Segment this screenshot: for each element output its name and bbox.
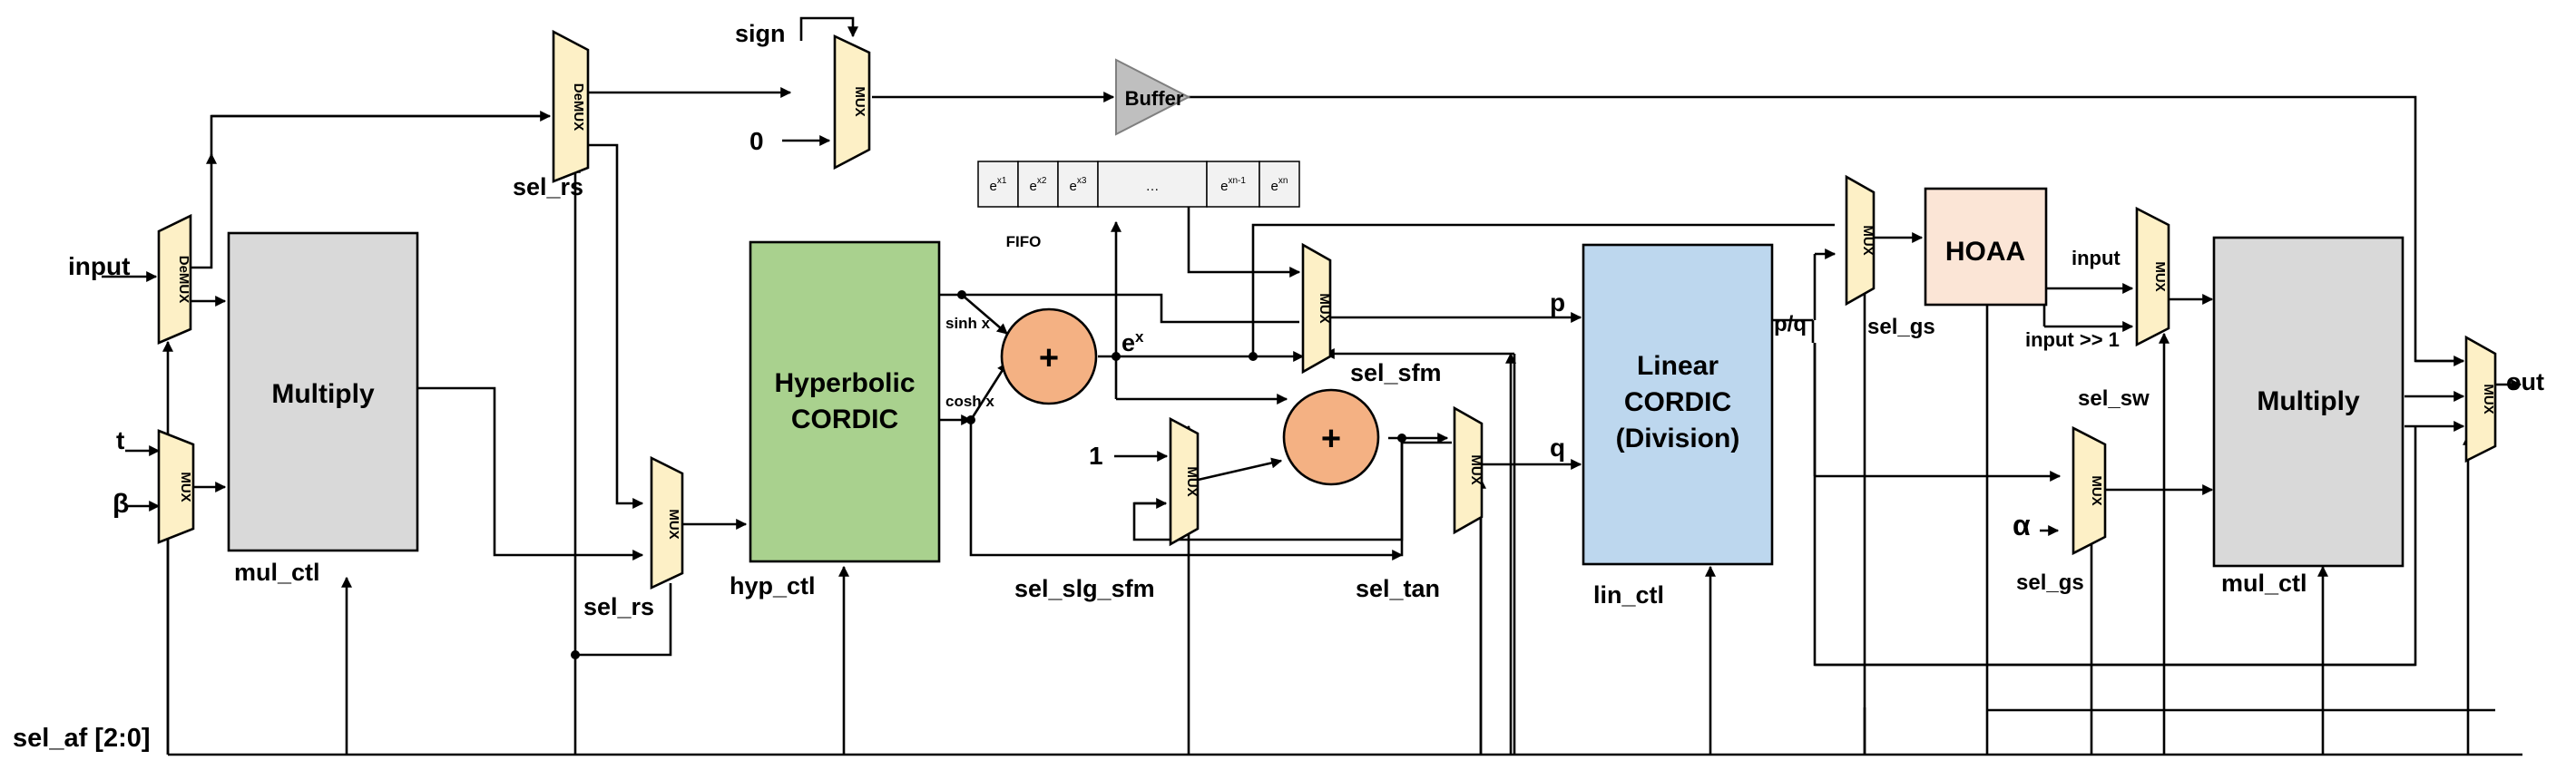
- sel-af-label: sel_af [2:0]: [13, 724, 151, 753]
- q-label: q: [1550, 434, 1565, 462]
- input-right-label: input: [2072, 247, 2121, 269]
- one-label: 1: [1089, 442, 1103, 470]
- hyperbolic-label-2: CORDIC: [791, 404, 898, 434]
- sel-sfm-label: sel_sfm: [1350, 359, 1442, 386]
- demux-input-label: DeMUX: [176, 256, 191, 304]
- fifo: ex1 ex2 ex3 … exn-1 exn FIFO: [977, 161, 1300, 250]
- fifo-cell: [1259, 161, 1300, 208]
- mux-sw: [2135, 206, 2170, 347]
- hyp-ctl-label: hyp_ctl: [730, 572, 816, 599]
- cosh-label: cosh x: [945, 393, 994, 410]
- wires: [102, 16, 2522, 756]
- hyperbolic-cordic-block: [749, 240, 941, 563]
- mux-sign-label: MUX: [852, 86, 867, 116]
- hoaa-label: HOAA: [1945, 237, 2025, 267]
- adder-bottom-plus: +: [1321, 420, 1341, 458]
- fifo-cell: [1057, 161, 1099, 208]
- mux-sel-rs-label: MUX: [666, 509, 681, 539]
- demux-top-label: DeMUX: [571, 83, 586, 132]
- mul-ctl-left-label: mul_ctl: [234, 559, 320, 586]
- sel-rs-bottom-label: sel_rs: [583, 593, 654, 620]
- mux-gs-alpha-label: MUX: [2089, 475, 2104, 505]
- demux-input: [157, 213, 192, 345]
- mux-gs-top-label: MUX: [1860, 225, 1876, 255]
- blocks: Multiply Hyperbolic CORDIC Linear CORDIC…: [227, 58, 2405, 568]
- fifo-cell: [1097, 161, 1208, 208]
- mux-sel-rs: [650, 455, 684, 590]
- multiply-left-label: Multiply: [271, 379, 375, 409]
- fifo-cell-text: ex3: [1070, 176, 1087, 194]
- input-shift-label: input >> 1: [2025, 328, 2120, 351]
- mux-sw-label: MUX: [2152, 261, 2168, 291]
- fifo-cell: [1206, 161, 1260, 208]
- out-label: out: [2506, 368, 2544, 395]
- alpha-label: α: [2013, 509, 2031, 541]
- sel-gs-bottom-label: sel_gs: [2016, 570, 2084, 595]
- mux-out: [2464, 335, 2497, 463]
- fifo-label: FIFO: [1006, 233, 1042, 250]
- linear-cordic-block: [1582, 243, 1774, 566]
- mux-sfm-label: MUX: [1317, 293, 1332, 323]
- demux-top: [552, 29, 590, 183]
- signal-labels: sign 0 input t β mul_ctl sel_rs sel_rs h…: [13, 20, 2544, 753]
- adder-bottom: [1282, 388, 1380, 486]
- mul-ctl-right-label: mul_ctl: [2221, 570, 2307, 597]
- mux-gs-alpha: [2072, 425, 2107, 556]
- beta-label: β: [113, 489, 129, 519]
- mux-slg-sfm: [1169, 416, 1200, 547]
- linear-label-1: Linear: [1637, 351, 1719, 381]
- mux-sign: [833, 34, 871, 171]
- input-label: input: [68, 252, 130, 280]
- mux-sfm: [1301, 242, 1332, 375]
- sel-slg-sfm-label: sel_slg_sfm: [1014, 575, 1155, 602]
- fifo-cell-text: exn-1: [1220, 176, 1246, 194]
- zero-label: 0: [749, 127, 764, 155]
- sel-tan-label: sel_tan: [1356, 575, 1440, 602]
- multiply-right-block: [2212, 236, 2405, 568]
- mux-t-beta-label: MUX: [178, 472, 193, 502]
- fifo-cell-text: …: [1146, 179, 1160, 194]
- mux-tan: [1453, 405, 1484, 535]
- sign-label: sign: [735, 20, 786, 47]
- sel-gs-top-label: sel_gs: [1867, 315, 1935, 339]
- p-label: p: [1550, 288, 1565, 317]
- mux-slg-sfm-label: MUX: [1184, 466, 1200, 496]
- fifo-cell: [977, 161, 1019, 208]
- lin-ctl-label: lin_ctl: [1593, 581, 1664, 609]
- ex-label: ex: [1121, 328, 1144, 356]
- buffer-triangle: [1115, 58, 1191, 136]
- mux-t-beta: [157, 429, 195, 544]
- hoaa-block: [1924, 187, 2048, 307]
- buffer-label: Buffer: [1125, 87, 1184, 110]
- sinh-label: sinh x: [945, 315, 991, 332]
- multiply-right-label: Multiply: [2257, 386, 2360, 416]
- mux-gs-top: [1845, 174, 1876, 307]
- fifo-cell-text: ex1: [990, 176, 1007, 194]
- mux-shapes: DeMUX MUX DeMUX MUX MUX MUX MUX MUX MUX …: [157, 29, 2497, 590]
- linear-label-2: CORDIC: [1624, 387, 1731, 417]
- adder-top: [1000, 307, 1098, 405]
- multiply-left-block: [227, 231, 419, 552]
- sel-rs-top-label: sel_rs: [513, 173, 583, 200]
- mux-out-label: MUX: [2481, 384, 2496, 414]
- fifo-cell-text: exn: [1271, 176, 1288, 194]
- fifo-cell-text: ex2: [1030, 176, 1047, 194]
- mux-tan-label: MUX: [1468, 454, 1484, 484]
- hyperbolic-label-1: Hyperbolic: [774, 368, 915, 398]
- sel-sw-label: sel_sw: [2078, 386, 2150, 411]
- fifo-cell: [1017, 161, 1059, 208]
- linear-label-3: (Division): [1616, 424, 1740, 453]
- pq-label: p/q: [1774, 312, 1807, 336]
- adder-top-plus: +: [1039, 339, 1059, 377]
- t-label: t: [116, 426, 124, 454]
